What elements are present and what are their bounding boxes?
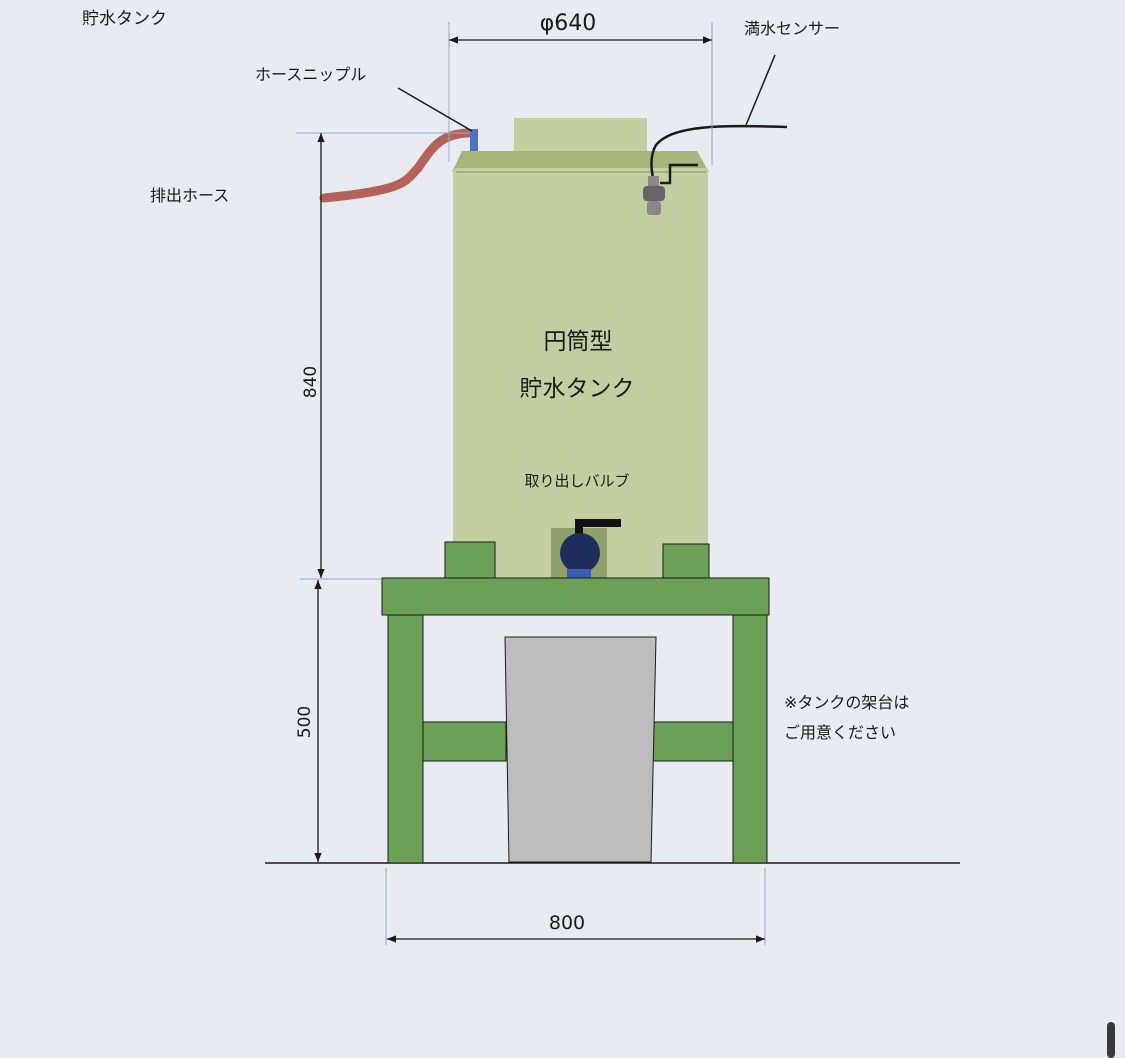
stand-block-right xyxy=(662,543,710,579)
dimension-tank-height xyxy=(296,132,470,580)
stand-block-left xyxy=(444,541,496,579)
tank-lid xyxy=(514,118,647,156)
valve-label: 取り出しバルブ xyxy=(524,472,629,490)
stand-width-label: 800 xyxy=(549,912,585,934)
float-switch-icon xyxy=(643,176,665,215)
ball-valve-icon xyxy=(551,519,621,578)
tank-height-label: 840 xyxy=(301,366,321,398)
dimension-diameter xyxy=(448,22,713,165)
stand-crossbar-right xyxy=(652,721,734,762)
hose-nipple-label: ホースニップル xyxy=(255,65,366,84)
dimension-stand-width xyxy=(385,868,766,945)
tank-stand xyxy=(381,541,770,864)
stand-note-line2: ご用意ください xyxy=(784,723,896,742)
cylindrical-tank xyxy=(452,118,709,578)
tank-body xyxy=(453,168,708,578)
full-sensor-leader xyxy=(745,54,776,126)
tank-label-line2: 貯水タンク xyxy=(520,376,635,402)
stand-crossbar-left xyxy=(422,721,507,762)
full-sensor xyxy=(643,124,788,215)
diameter-label: φ640 xyxy=(540,11,597,36)
hose-nipple-leader xyxy=(397,87,473,132)
full-sensor-label: 満水センサー xyxy=(744,19,840,38)
tank-shoulder xyxy=(452,151,709,172)
page-title: 貯水タンク xyxy=(82,9,167,29)
sensor-bracket xyxy=(660,163,698,185)
drain-hose-label: 排出ホース xyxy=(150,186,229,205)
sensor-cable xyxy=(650,124,788,179)
tank-label-line1: 円筒型 xyxy=(544,329,613,355)
scrollbar-thumb[interactable] xyxy=(1107,1022,1115,1058)
drain-hose xyxy=(319,128,473,203)
stand-leg-right xyxy=(732,614,768,864)
stand-height-label: 500 xyxy=(295,706,315,738)
stand-leg-left xyxy=(387,614,424,864)
stand-note-line1: ※タンクの架台は xyxy=(784,693,909,712)
hose-nipple xyxy=(470,129,478,151)
bucket xyxy=(504,636,657,863)
stand-top xyxy=(381,577,770,616)
